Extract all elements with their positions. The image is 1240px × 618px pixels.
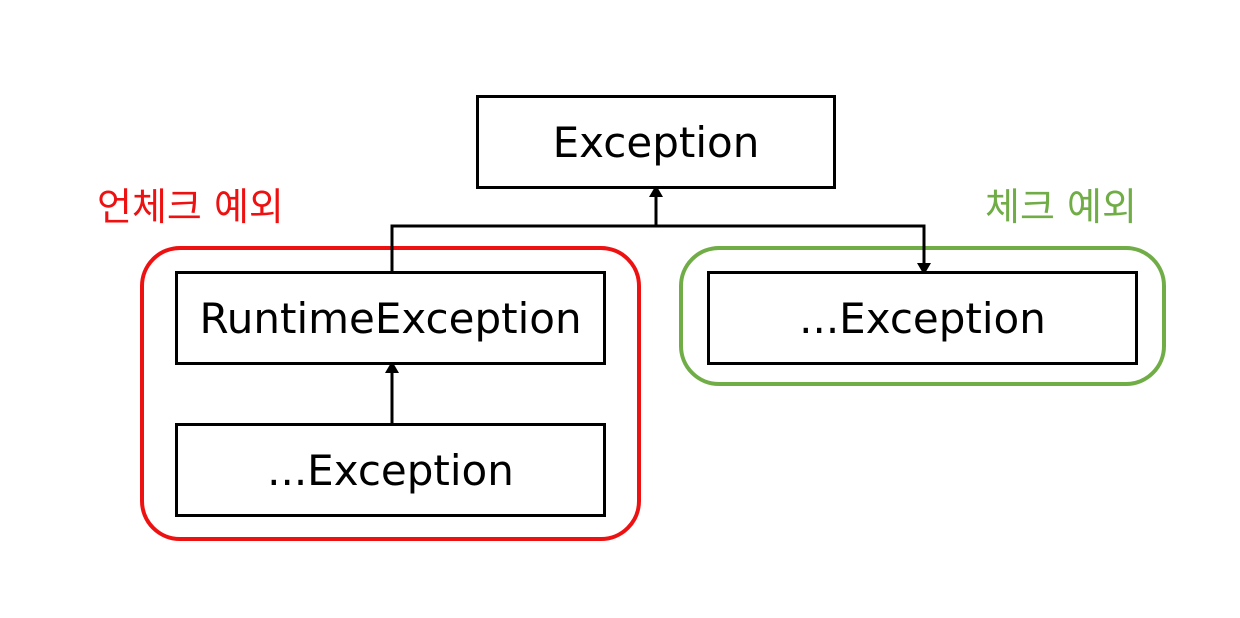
checked-sub-exception-node: ...Exception — [707, 271, 1138, 365]
runtime-to-exception-connector — [390, 185, 663, 272]
unchecked-exception-label: 언체크 예외 — [97, 185, 284, 229]
exception-to-checked-connector — [656, 224, 931, 275]
runtime-exception-node: RuntimeException — [175, 271, 606, 365]
exception-node: Exception — [476, 95, 836, 189]
checked-exception-label: 체크 예외 — [985, 185, 1137, 229]
unchecked-sub-exception-node: ...Exception — [175, 423, 606, 517]
